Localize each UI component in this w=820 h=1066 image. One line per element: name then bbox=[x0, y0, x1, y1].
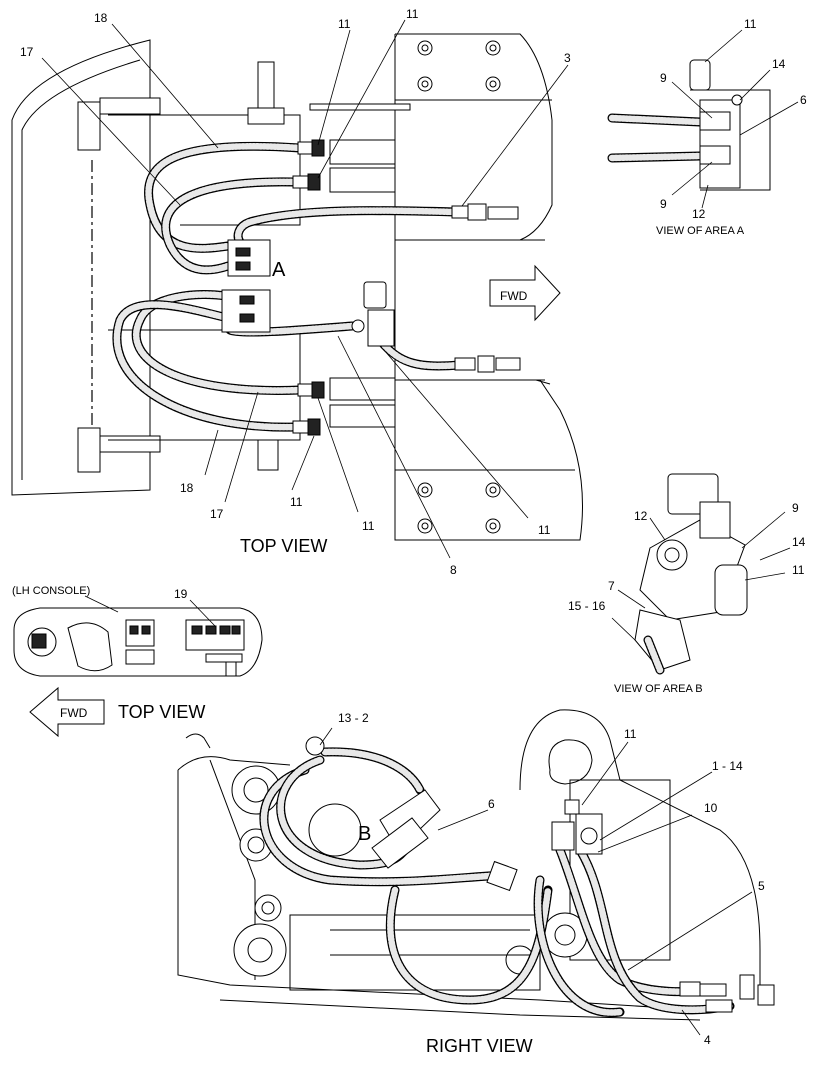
lh-console-label: (LH CONSOLE) bbox=[12, 585, 90, 597]
area-a-callout-6: 6 bbox=[800, 93, 807, 107]
right-view-caption: RIGHT VIEW bbox=[426, 1036, 533, 1056]
area-a-callout-11: 11 bbox=[744, 17, 757, 31]
view-area-b bbox=[611, 473, 791, 675]
top-view-caption: TOP VIEW bbox=[240, 536, 327, 556]
callout-18-top: 18 bbox=[94, 11, 108, 25]
area-a-callout-14: 14 bbox=[772, 57, 786, 71]
area-b-callout-9: 9 bbox=[792, 501, 799, 515]
callout-8: 8 bbox=[450, 563, 457, 577]
right-view-callouts: 13 - 2 6 11 1 - 14 10 5 4 B RIGHT VIEW bbox=[338, 711, 765, 1056]
callout-11-top-b: 11 bbox=[406, 7, 419, 21]
area-b-caption: VIEW OF AREA B bbox=[614, 683, 703, 695]
callout-11-top-a: 11 bbox=[338, 17, 351, 31]
callout-11-bottom-a: 11 bbox=[290, 495, 303, 509]
right-callout-6: 6 bbox=[488, 797, 495, 811]
callout-11-bottom-c: 11 bbox=[538, 523, 551, 537]
right-callout-11: 11 bbox=[624, 727, 637, 741]
fwd-arrow-top bbox=[489, 264, 561, 322]
fwd-arrow-console bbox=[29, 686, 105, 738]
top-view bbox=[11, 19, 583, 559]
lh-console bbox=[13, 595, 263, 738]
area-b-callout-7: 7 bbox=[608, 579, 615, 593]
right-callout-4: 4 bbox=[704, 1033, 711, 1047]
area-b-callout-15-16: 15 - 16 bbox=[568, 599, 606, 613]
console-callout-19: 19 bbox=[174, 587, 188, 601]
callout-11-bottom-b: 11 bbox=[362, 519, 375, 533]
callout-17-bottom: 17 bbox=[210, 507, 224, 521]
right-callout-10: 10 bbox=[704, 801, 718, 815]
area-a-callouts: 11 14 9 6 9 12 VIEW OF AREA A bbox=[656, 17, 807, 237]
area-b-callout-12: 12 bbox=[634, 509, 648, 523]
console-callouts: (LH CONSOLE) 19 FWD TOP VIEW bbox=[12, 585, 205, 722]
area-b-callout-11: 11 bbox=[792, 563, 805, 577]
area-b-callouts: 12 9 14 11 7 15 - 16 VIEW OF AREA B bbox=[568, 501, 806, 695]
callout-3: 3 bbox=[564, 51, 571, 65]
fwd-label-console: FWD bbox=[60, 706, 88, 720]
area-a-callout-12: 12 bbox=[692, 207, 706, 221]
view-area-a bbox=[607, 29, 799, 209]
area-b-callout-14: 14 bbox=[792, 535, 806, 549]
area-a-caption: VIEW OF AREA A bbox=[656, 225, 745, 237]
right-callout-5: 5 bbox=[758, 879, 765, 893]
console-top-view-caption: TOP VIEW bbox=[118, 702, 205, 722]
callout-17-top: 17 bbox=[20, 45, 34, 59]
right-callout-13-2: 13 - 2 bbox=[338, 711, 369, 725]
area-b-letter: B bbox=[358, 823, 371, 845]
area-a-callout-9-bottom: 9 bbox=[660, 197, 667, 211]
right-callout-1-14: 1 - 14 bbox=[712, 759, 743, 773]
area-a-callout-9-top: 9 bbox=[660, 71, 667, 85]
top-view-callouts: 18 17 11 11 3 18 17 11 11 8 11 A FWD TOP… bbox=[20, 7, 571, 577]
right-view bbox=[177, 709, 775, 1036]
fwd-label-top: FWD bbox=[500, 289, 528, 303]
area-a-letter: A bbox=[272, 259, 286, 281]
callout-18-bottom: 18 bbox=[180, 481, 194, 495]
